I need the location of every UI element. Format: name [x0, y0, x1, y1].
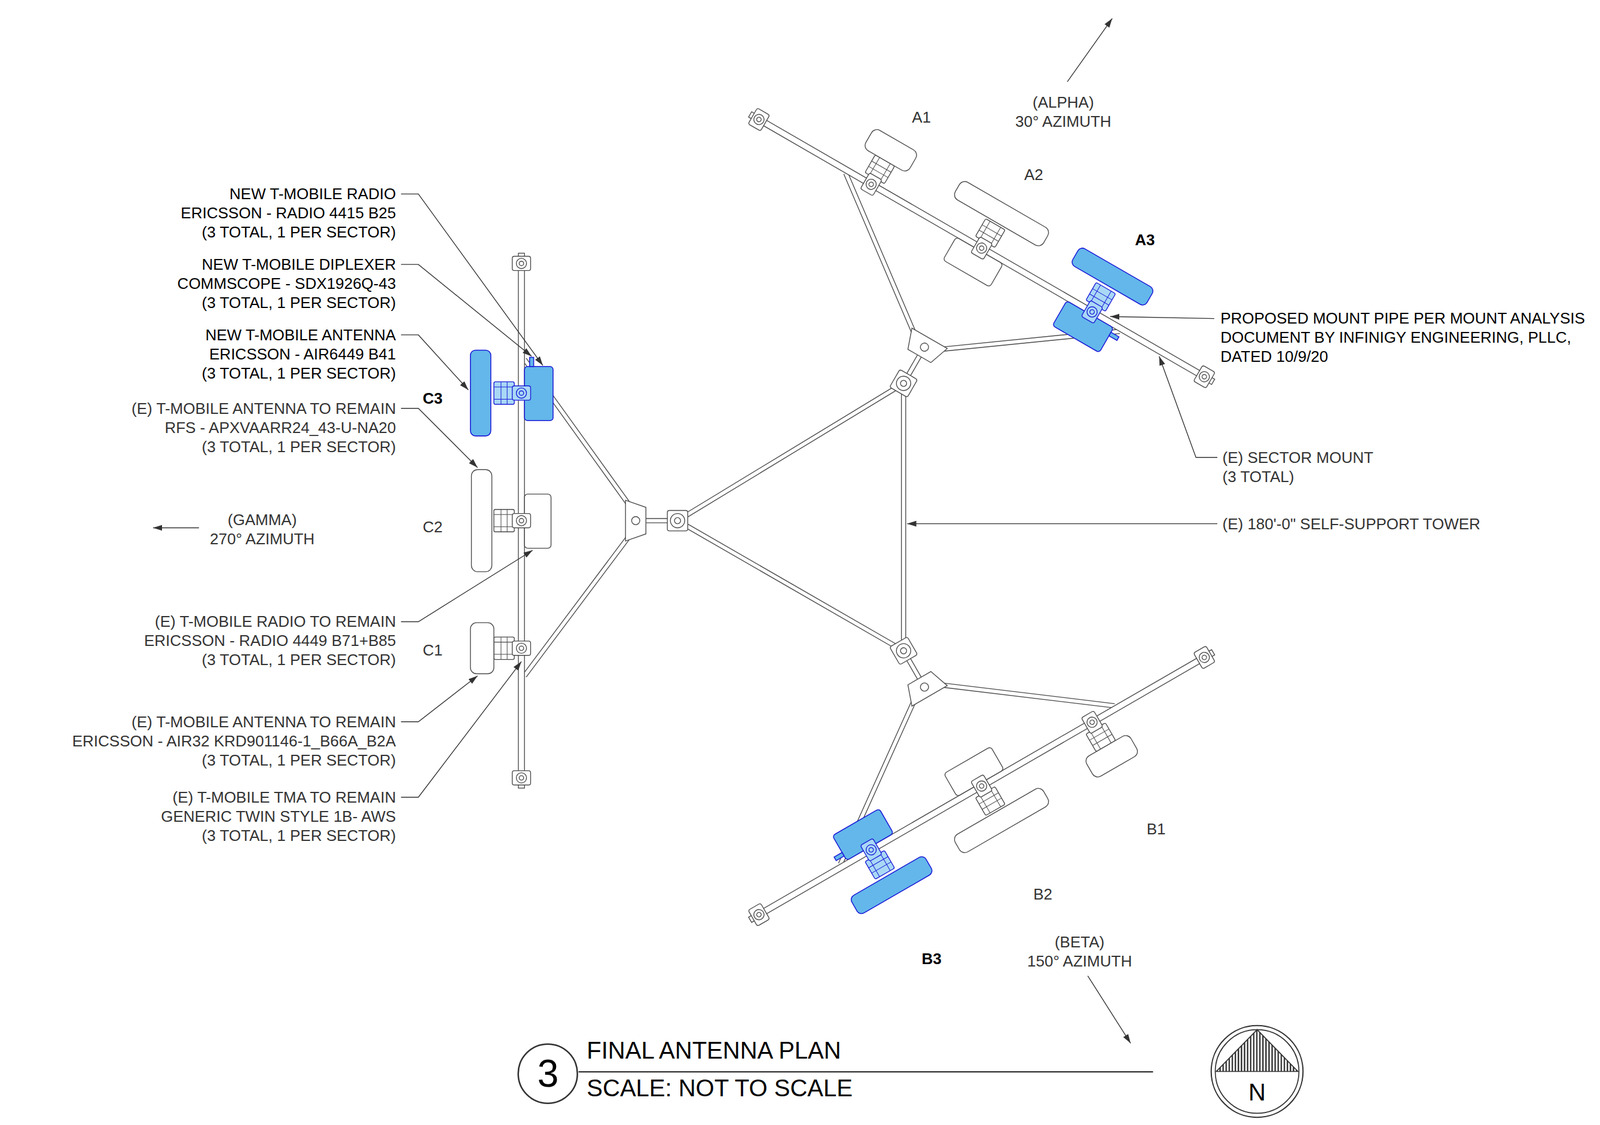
callout-note: (E) T-MOBILE ANTENNA TO REMAIN ERICSSON …	[70, 712, 396, 770]
wrap-spacer	[1094, 92, 1112, 112]
wrap-spacer	[70, 712, 131, 732]
position-label: B2	[1032, 884, 1053, 904]
wrap-spacer	[129, 398, 131, 418]
wrap-spacer	[179, 184, 229, 204]
view-number: 3	[537, 1054, 560, 1093]
drawing-title: FINAL ANTENNA PLAN	[586, 1036, 841, 1064]
leader-line	[401, 408, 478, 468]
title-rule	[578, 1070, 1154, 1073]
tower-frame	[677, 383, 904, 651]
circle-outline	[518, 1043, 578, 1104]
azimuth-arrow	[153, 527, 200, 528]
position-label: C2	[422, 517, 444, 537]
leader-line	[907, 523, 1218, 524]
callout-note: (E) 180'-0" SELF-SUPPORT TOWER	[1222, 514, 1483, 534]
callout-note: (E) T-MOBILE TMA TO REMAIN GENERIC TWIN …	[159, 787, 396, 845]
scale-note: SCALE: NOT TO SCALE	[586, 1073, 853, 1102]
leader-line	[401, 550, 533, 622]
wrap-spacer	[175, 254, 201, 274]
wrap-spacer	[142, 611, 154, 631]
leader-line	[401, 675, 478, 722]
leader-line	[401, 661, 522, 798]
wrap-spacer	[70, 731, 72, 751]
wrap-spacer	[1373, 447, 1375, 467]
compass-ring	[1215, 1029, 1300, 1114]
leader-line	[1159, 356, 1218, 458]
tower-frame	[677, 383, 904, 651]
wrap-spacer	[159, 806, 161, 826]
wrap-spacer	[1104, 932, 1134, 952]
wrap-spacer	[179, 203, 180, 223]
wrap-spacer	[1014, 92, 1032, 112]
node-outline	[1210, 1024, 1305, 1119]
wrap-spacer	[129, 417, 164, 438]
position-label: B1	[1146, 819, 1167, 839]
position-label: C3	[422, 388, 444, 408]
wrap-spacer	[142, 630, 143, 650]
azimuth-arrow	[1067, 18, 1113, 82]
callout-note: NEW T-MOBILE DIPLEXER COMMSCOPE - SDX192…	[175, 254, 396, 313]
north-arrow: N	[1210, 1024, 1305, 1119]
wrap-spacer	[200, 325, 205, 345]
leader-line	[401, 264, 532, 357]
callout-note: NEW T-MOBILE ANTENNA ERICSSON - AIR6449 …	[200, 325, 396, 383]
callout-note: (E) T-MOBILE RADIO TO REMAIN ERICSSON - …	[142, 611, 396, 670]
north-pointer	[1216, 1029, 1299, 1072]
wrap-spacer	[209, 510, 228, 530]
position-label: A3	[1134, 230, 1156, 250]
callout-note: PROPOSED MOUNT PIPE PER MOUNT ANALYSIS D…	[1220, 308, 1587, 366]
position-label: A1	[911, 107, 932, 127]
position-label: B3	[920, 948, 943, 969]
position-label: C1	[422, 640, 444, 660]
wrap-spacer	[175, 273, 177, 293]
wrap-spacer	[297, 510, 316, 530]
wrap-spacer	[200, 344, 209, 364]
wrap-spacer	[1026, 932, 1055, 952]
azimuth-arrow	[1087, 975, 1131, 1044]
wrap-spacer	[159, 787, 172, 807]
leader-line	[1110, 316, 1215, 319]
beta-sector	[666, 508, 1239, 964]
position-label: A2	[1023, 165, 1044, 185]
azimuth-label: (ALPHA) 30° AZIMUTH	[1014, 92, 1113, 131]
wrap-spacer	[1571, 327, 1587, 347]
azimuth-label: (BETA) 150° AZIMUTH	[1026, 932, 1134, 971]
callout-note: NEW T-MOBILE RADIO ERICSSON - RADIO 4415…	[179, 184, 396, 242]
wrap-spacer	[1585, 308, 1587, 328]
view-number-circle: 3	[517, 1042, 579, 1104]
callout-note: (E) SECTOR MOUNT (3 TOTAL)	[1222, 447, 1376, 487]
compass-ring	[1211, 1025, 1304, 1118]
alpha-sector	[666, 69, 1239, 526]
north-letter: N	[1248, 1079, 1266, 1104]
callout-note: (E) T-MOBILE ANTENNA TO REMAIN RFS - APX…	[129, 398, 396, 457]
leader-line	[401, 334, 469, 390]
azimuth-label: (GAMMA) 270° AZIMUTH	[209, 510, 316, 549]
